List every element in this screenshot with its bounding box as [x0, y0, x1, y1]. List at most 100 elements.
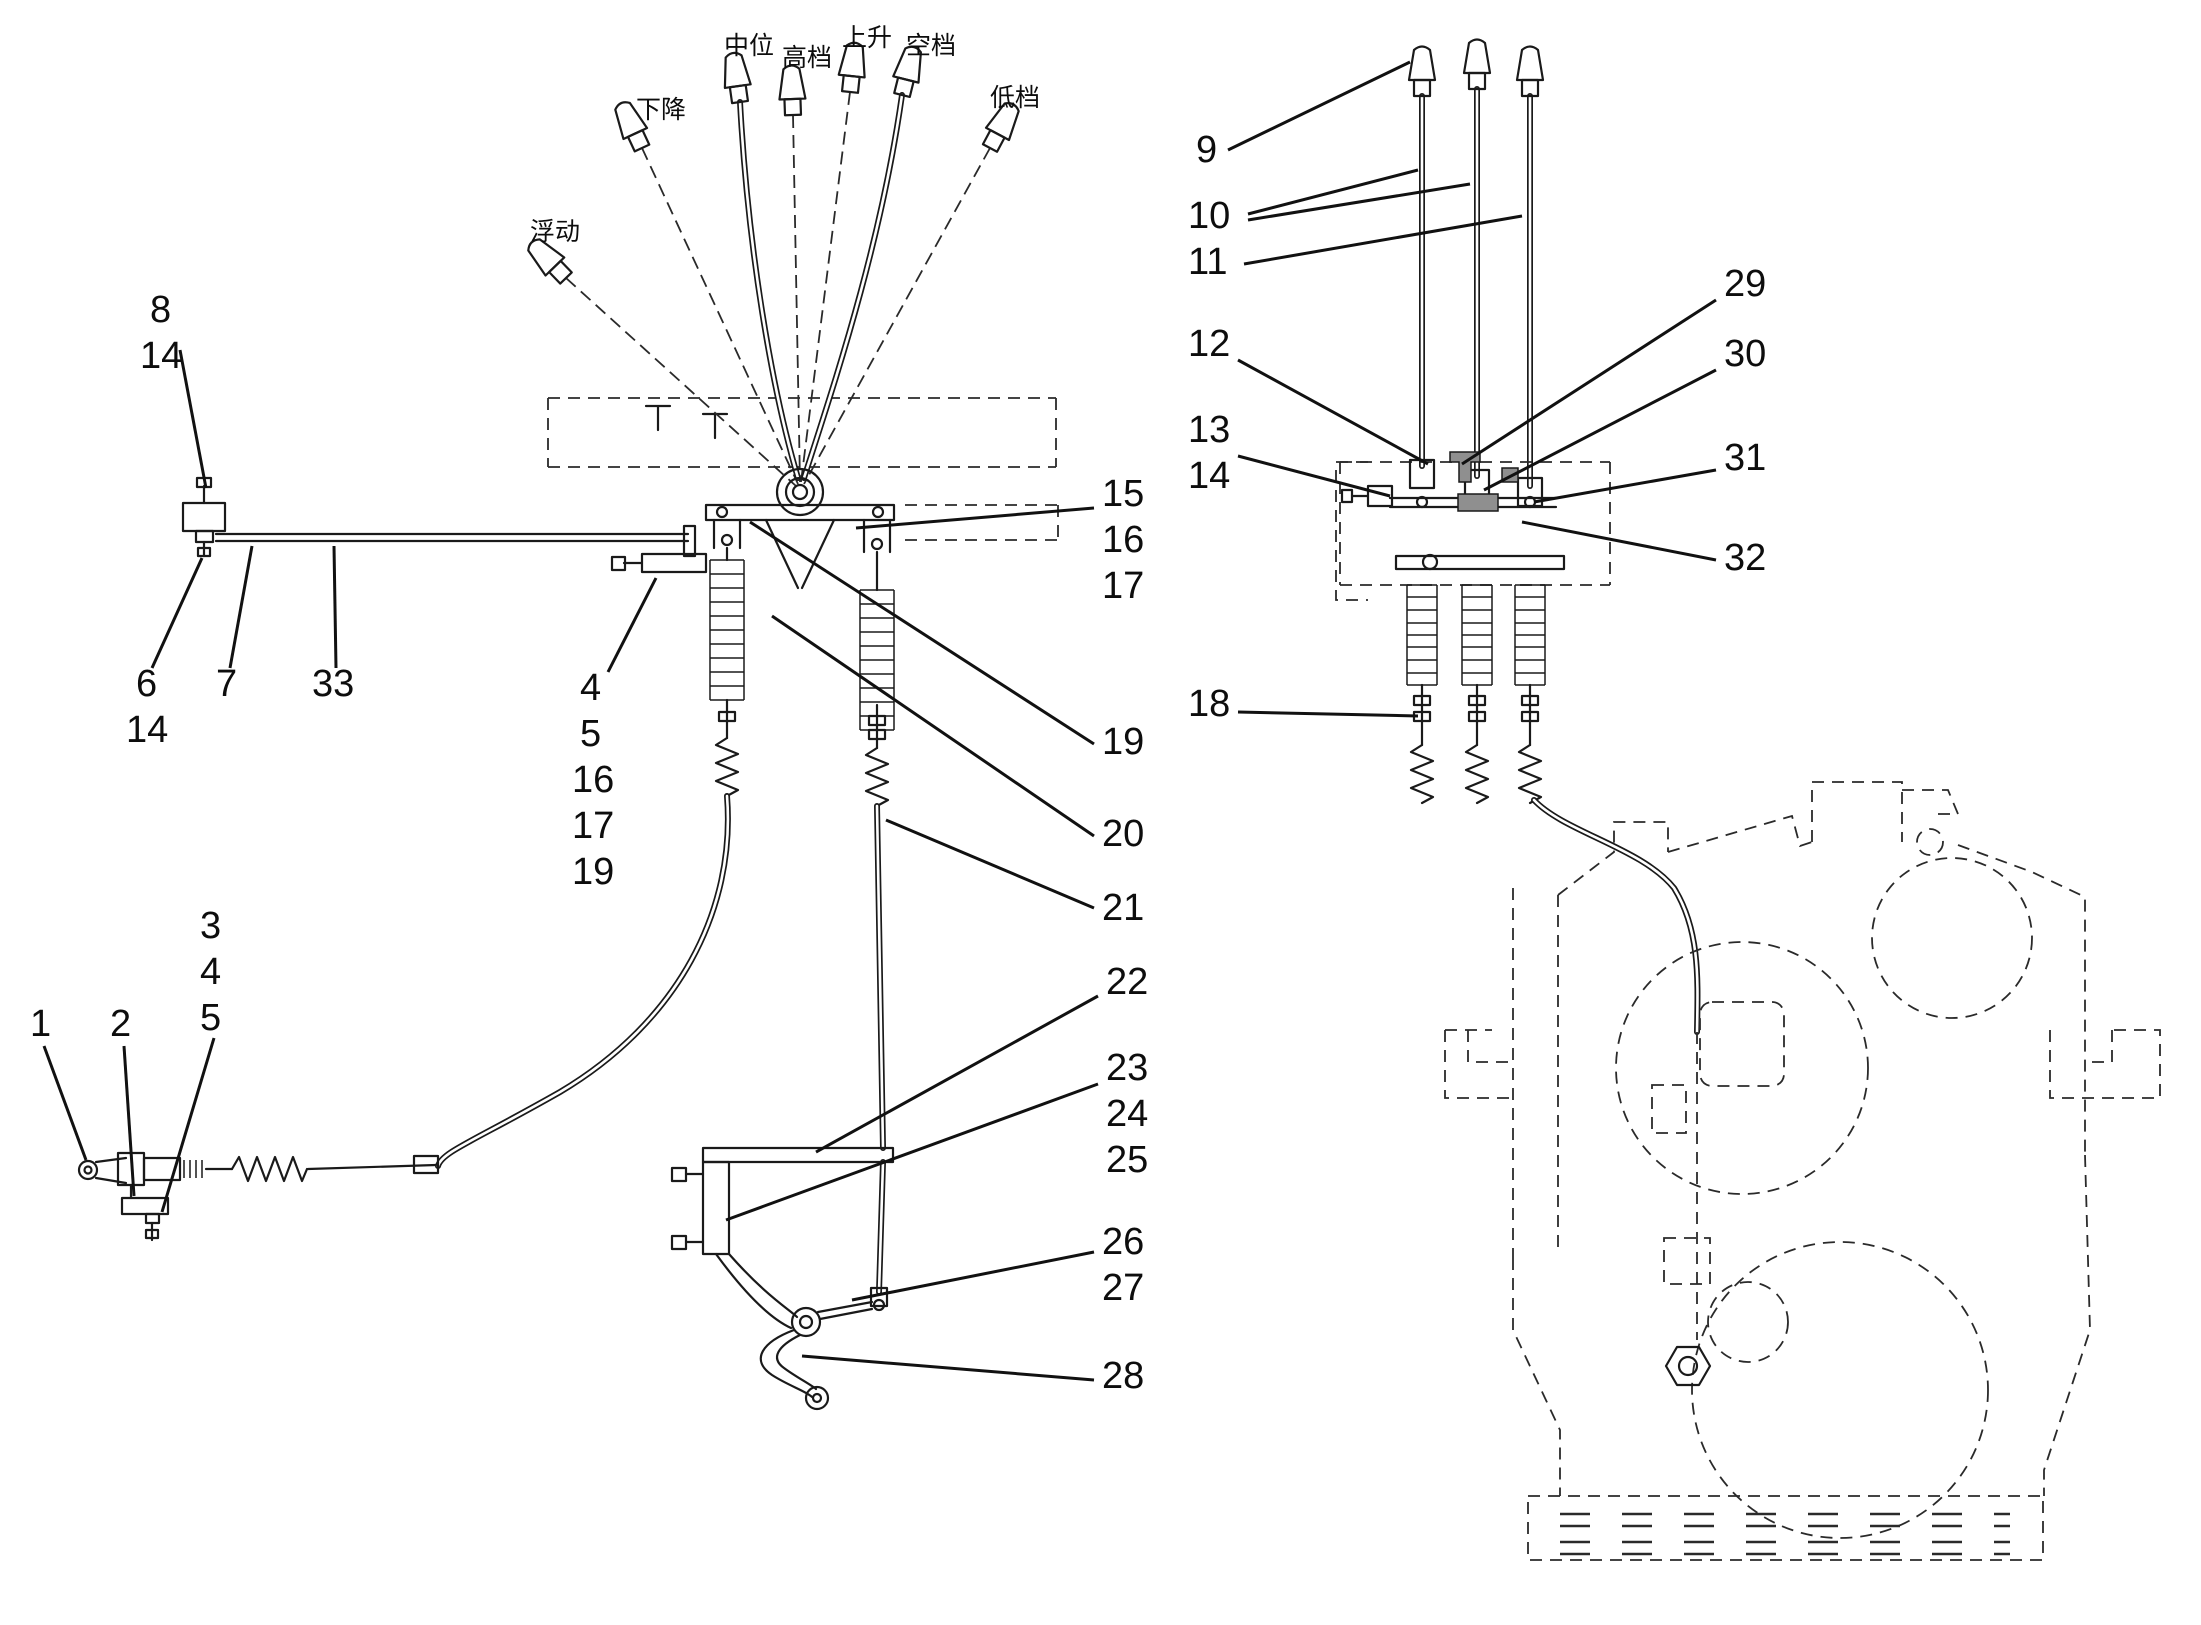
bellows-left	[709, 559, 745, 701]
rod-anchor-bracket	[181, 476, 227, 558]
part-label-26: 26	[1102, 1221, 1144, 1263]
control-cable-right	[1531, 797, 1701, 1340]
part-label-5: 5	[200, 997, 221, 1039]
part-label-2: 2	[110, 1003, 131, 1045]
part-label-6: 6	[136, 663, 157, 705]
part-label-23: 23	[1106, 1047, 1148, 1089]
leader-line-12	[1237, 358, 1429, 466]
part-label-5: 5	[580, 713, 601, 755]
part-label-16: 16	[572, 759, 614, 801]
lever-label: 中位	[724, 32, 774, 60]
valve-bellows	[1406, 584, 1546, 686]
lever-label: 上升	[842, 24, 892, 52]
lever-alternate-positions-dashed	[565, 91, 991, 487]
valve-adjuster-springs	[1409, 683, 1543, 805]
valve-knob-2	[1462, 38, 1492, 91]
part-label-20: 20	[1102, 813, 1144, 855]
leader-line-31	[1533, 468, 1717, 504]
part-label-16: 16	[1102, 519, 1144, 561]
leader-line-2	[122, 1045, 136, 1197]
leader-line-13	[1237, 454, 1391, 498]
leader-line-28	[801, 1354, 1095, 1382]
leader-line-9	[1227, 60, 1411, 152]
knob-high-gear	[777, 63, 808, 117]
leader-line-20	[771, 614, 1095, 838]
part-label-12: 12	[1188, 323, 1230, 365]
lever-label: 下降	[636, 96, 686, 124]
part-label-9: 9	[1196, 129, 1217, 171]
part-label-1: 1	[30, 1003, 51, 1045]
clamp-bolt-bracket	[610, 552, 708, 574]
leader-line-1	[42, 1045, 88, 1161]
push-pull-cable-left	[435, 698, 740, 1169]
lever-position-labels: 浮动 下降 中位高档上升空档低档	[530, 24, 1040, 246]
transmission-outline-dashed	[1444, 781, 2161, 1561]
part-label-13: 13	[1188, 409, 1230, 451]
gear-lever-rod	[737, 99, 801, 481]
frame-panel-dashed	[547, 397, 1059, 541]
part-label-3: 3	[200, 905, 221, 947]
leader-line-3	[160, 1037, 216, 1213]
left-assembly	[77, 40, 1059, 1411]
part-label-19: 19	[1102, 721, 1144, 763]
leader-line-30	[1483, 368, 1717, 492]
lever-label: 低档	[990, 84, 1040, 112]
leader-line-7	[228, 545, 254, 669]
leader-line-6	[150, 557, 204, 669]
leader-line-10	[1247, 182, 1471, 222]
lever-label: 高档	[782, 44, 832, 72]
part-label-25: 25	[1106, 1139, 1148, 1181]
leader-line-19	[749, 520, 1095, 746]
leader-line-26	[851, 1250, 1095, 1302]
valve-spool-assembly	[1340, 451, 1566, 571]
valve-knob-3	[1515, 45, 1545, 98]
part-label-17: 17	[572, 805, 614, 847]
horizontal-rod	[214, 524, 697, 558]
part-label-7: 7	[216, 663, 237, 705]
bellcrank-bracket	[670, 1146, 895, 1411]
mounting-bracket	[704, 503, 896, 592]
leader-line-8	[178, 349, 208, 489]
leader-lines	[42, 60, 1717, 1382]
part-label-17: 17	[1102, 565, 1144, 607]
leader-line-29	[1461, 298, 1717, 466]
part-label-14: 14	[140, 335, 182, 377]
leader-line-4	[606, 577, 658, 673]
part-label-27: 27	[1102, 1267, 1144, 1309]
part-label-33: 33	[312, 663, 354, 705]
part-label-31: 31	[1724, 437, 1766, 479]
part-label-4: 4	[200, 951, 221, 993]
leader-line-23	[725, 1082, 1099, 1222]
part-label-32: 32	[1724, 537, 1766, 579]
valve-lever-rods	[1407, 38, 1545, 489]
part-label-10: 10	[1188, 195, 1230, 237]
leader-line-33	[332, 545, 338, 669]
leader-line-10	[1247, 168, 1419, 216]
anchor-hex-bolt	[1664, 1345, 1712, 1387]
part-label-11: 11	[1188, 241, 1227, 283]
part-label-14: 14	[1188, 455, 1230, 497]
part-label-14: 14	[126, 709, 168, 751]
part-label-15: 15	[1102, 473, 1144, 515]
part-label-8: 8	[150, 289, 171, 331]
part-label-28: 28	[1102, 1355, 1144, 1397]
range-lever-rod	[801, 92, 905, 481]
leader-line-15	[855, 506, 1095, 530]
right-assembly	[1335, 38, 2161, 1561]
cable-end-linkage	[77, 1151, 440, 1242]
lever-label: 浮动	[530, 218, 580, 246]
leader-line-21	[885, 818, 1095, 910]
leader-line-22	[815, 994, 1099, 1154]
part-label-18: 18	[1188, 683, 1230, 725]
part-label-30: 30	[1724, 333, 1766, 375]
part-label-29: 29	[1724, 263, 1766, 305]
lever-label: 空档	[906, 32, 956, 60]
part-label-19: 19	[572, 851, 614, 893]
valve-bracket-dashed	[1335, 461, 1611, 601]
part-label-24: 24	[1106, 1093, 1148, 1135]
part-label-4: 4	[580, 667, 601, 709]
part-label-22: 22	[1106, 961, 1148, 1003]
